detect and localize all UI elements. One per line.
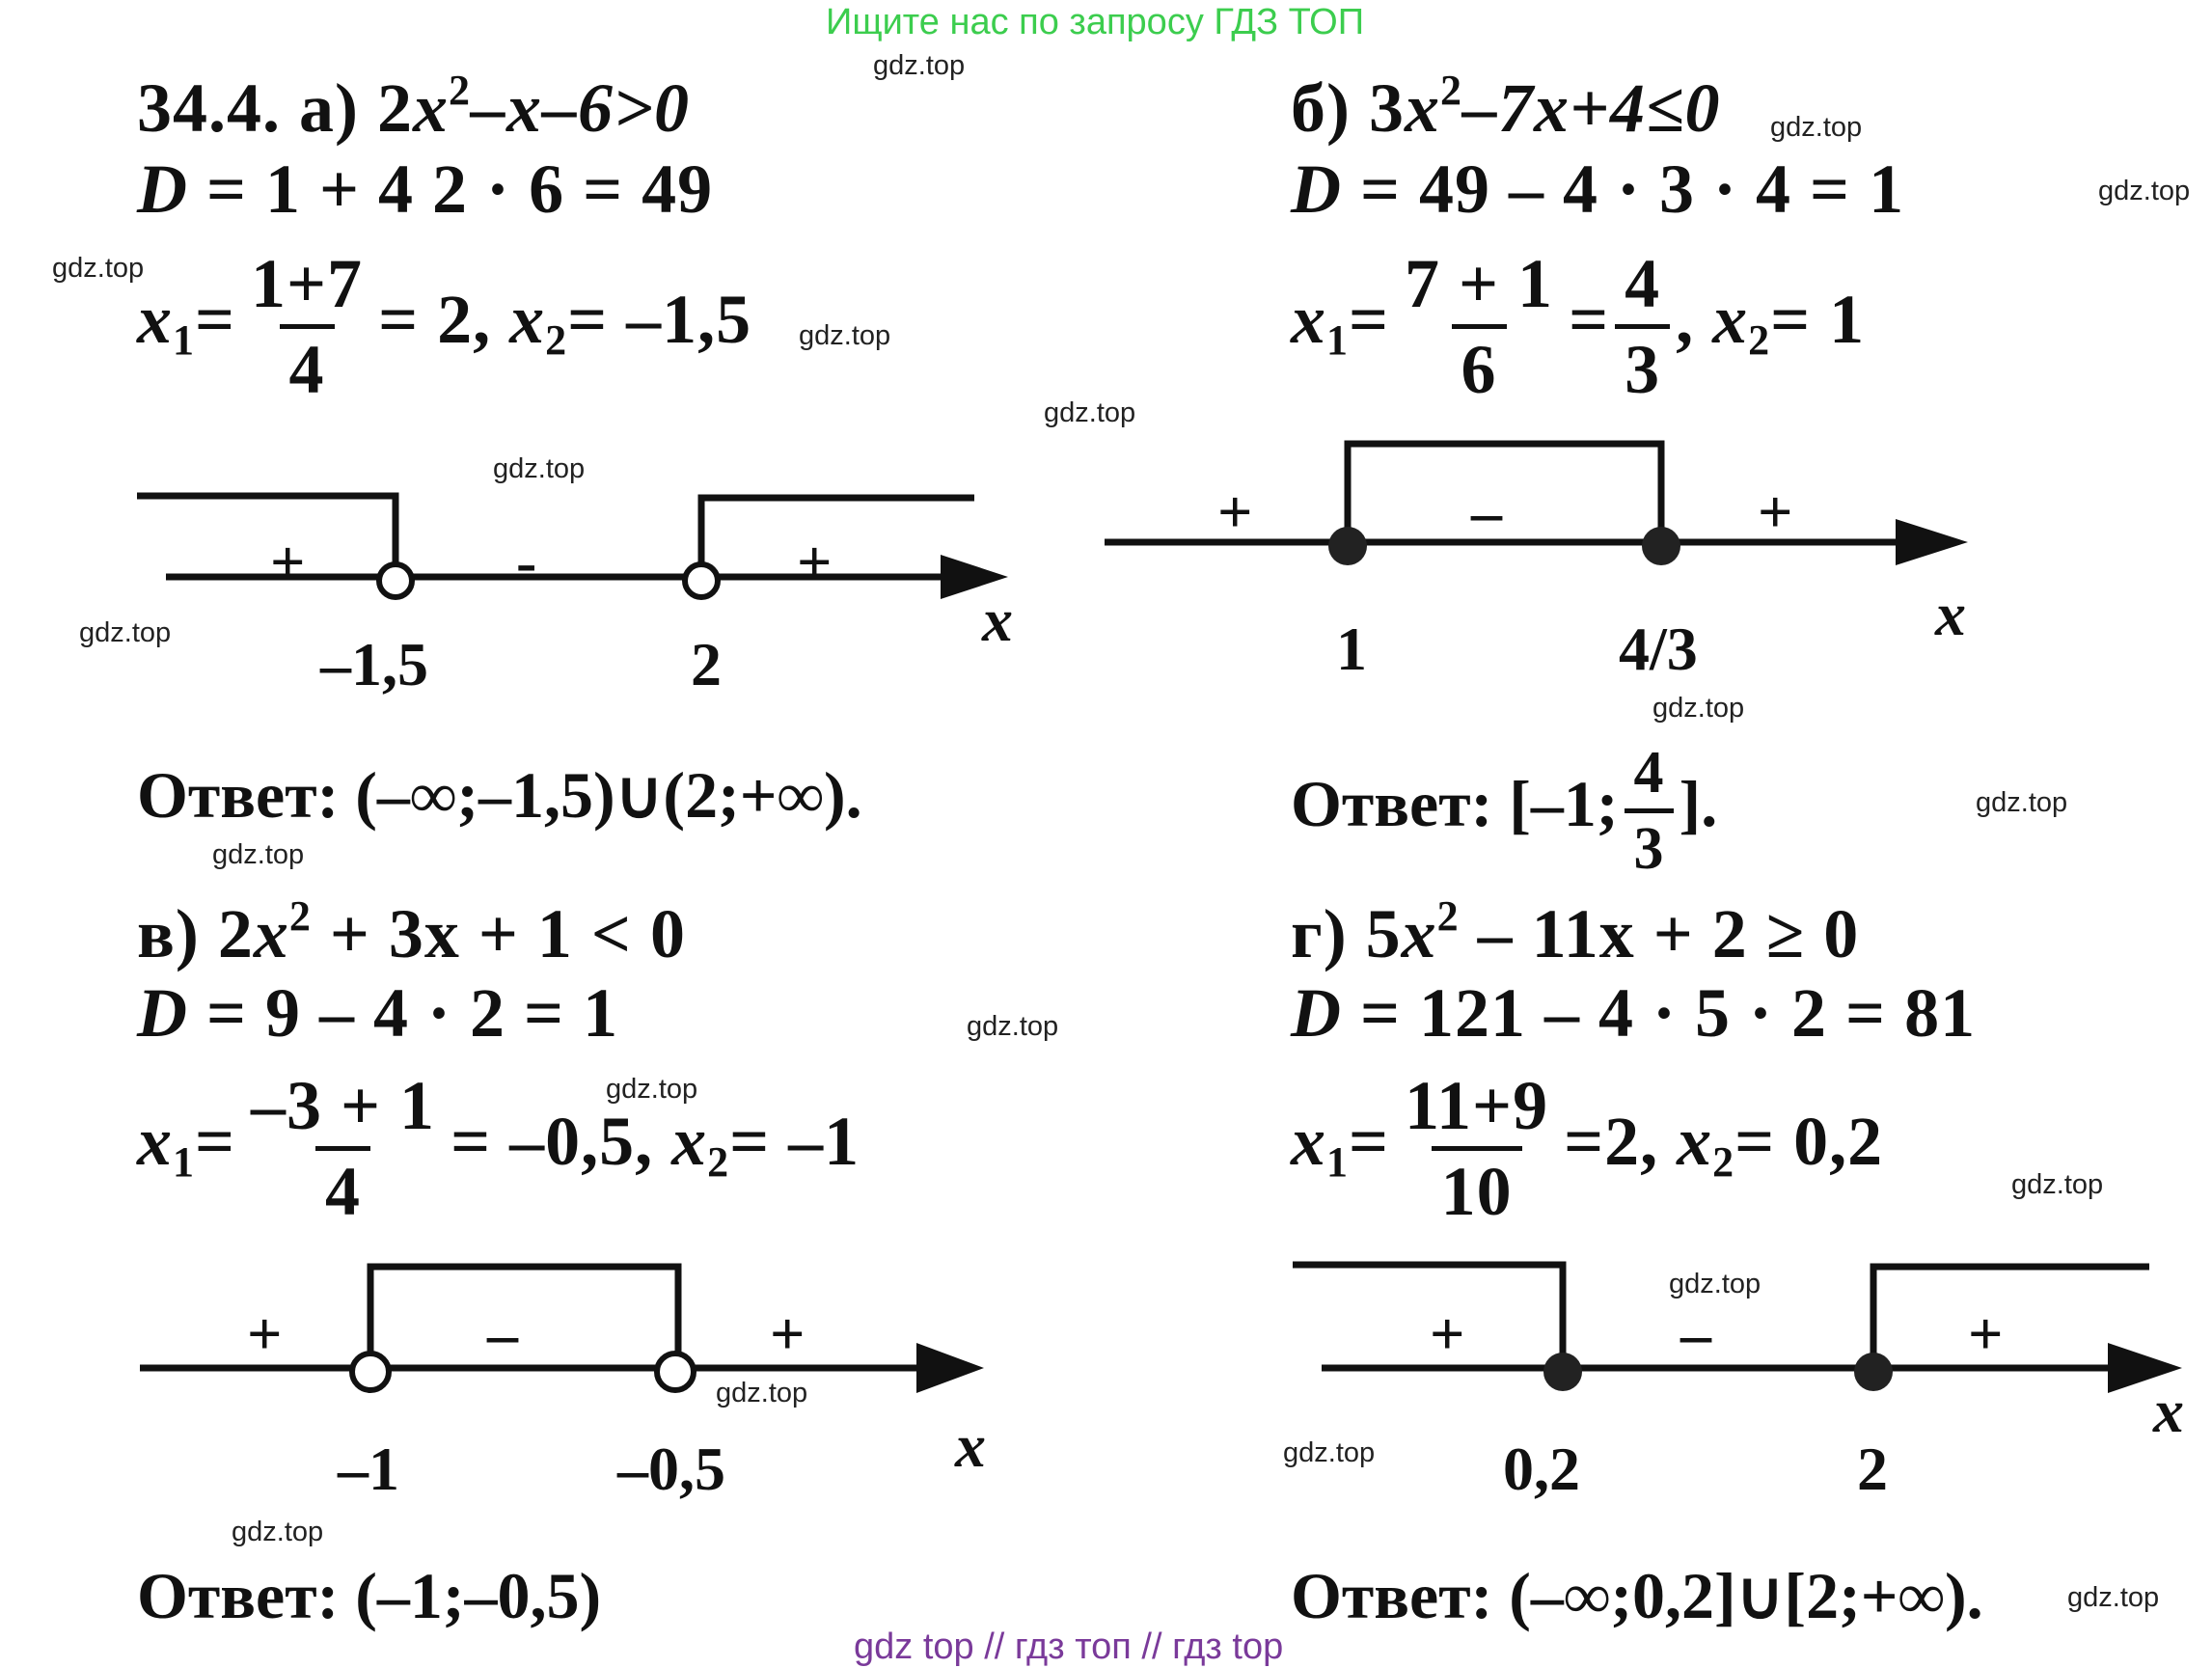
answer-a: Ответ: (–∞;–1,5)∪(2;+∞). xyxy=(137,758,862,832)
axis-label-a: x xyxy=(982,586,1013,654)
answer-g: Ответ: (–∞;0,2]∪[2;+∞). xyxy=(1291,1559,1983,1632)
watermark: gdz.top xyxy=(1044,397,1136,428)
watermark: gdz.top xyxy=(2011,1169,2104,1200)
sign-a-2: - xyxy=(516,528,537,596)
point-label-b1: 1 xyxy=(1336,615,1367,683)
problem-a-label: 34.4. а) xyxy=(137,69,359,147)
problem-g-label: г) xyxy=(1291,895,1348,972)
point-label-a1: –1,5 xyxy=(320,630,428,698)
problem-a-statement: 34.4. а) 2x2–x–6>0 xyxy=(137,67,691,147)
watermark: gdz.top xyxy=(606,1074,698,1105)
sign-g-3: + xyxy=(1968,1299,2004,1368)
axis-label-v: x xyxy=(955,1411,986,1480)
watermark: gdz.top xyxy=(232,1517,324,1547)
watermark: gdz.top xyxy=(1669,1269,1761,1299)
problem-b-discriminant: D = 49 – 4 · 3 · 4 = 1 xyxy=(1291,150,1905,228)
watermark: gdz.top xyxy=(52,253,145,284)
point-label-g2: 2 xyxy=(1857,1435,1888,1503)
open-point-a2 xyxy=(682,561,721,600)
sign-b-1: + xyxy=(1217,478,1253,546)
sign-v-1: + xyxy=(247,1299,283,1368)
number-line-b xyxy=(1105,440,1968,565)
problem-b-label: б) xyxy=(1291,69,1351,147)
watermark: gdz.top xyxy=(1976,787,2068,818)
watermark: gdz.top xyxy=(2067,1582,2160,1613)
closed-point-b2 xyxy=(1642,527,1680,565)
point-label-a2: 2 xyxy=(691,630,722,698)
closed-point-g2 xyxy=(1854,1353,1893,1391)
open-point-a1 xyxy=(376,561,415,600)
number-line-g xyxy=(1293,1261,2182,1393)
sign-g-2: – xyxy=(1680,1299,1711,1368)
axis-label-g: x xyxy=(2153,1377,2184,1445)
point-label-v1: –1 xyxy=(338,1435,399,1503)
closed-point-b1 xyxy=(1328,527,1367,565)
problem-v-label: в) xyxy=(137,895,200,972)
closed-point-g1 xyxy=(1543,1353,1582,1391)
bottom-banner[interactable]: gdz top // гдз топ // гдз top xyxy=(854,1627,1284,1667)
problem-b-statement: б) 3x2–7x+4≤0 xyxy=(1291,67,1721,147)
sign-a-1: + xyxy=(270,528,306,596)
problem-g-discriminant: D = 121 – 4 · 5 · 2 = 81 xyxy=(1291,974,1977,1052)
number-line-v xyxy=(140,1263,984,1393)
open-point-v1 xyxy=(349,1351,392,1393)
sign-b-3: + xyxy=(1758,478,1793,546)
sign-b-2: – xyxy=(1471,478,1502,546)
sign-a-3: + xyxy=(797,528,833,596)
watermark: gdz.top xyxy=(212,839,305,870)
point-label-g1: 0,2 xyxy=(1503,1435,1580,1503)
problem-v-statement: в) 2x2 + 3x + 1 < 0 xyxy=(137,892,686,972)
watermark: gdz.top xyxy=(79,617,172,648)
open-point-v2 xyxy=(654,1351,696,1393)
watermark: gdz.top xyxy=(873,50,966,81)
sign-g-1: + xyxy=(1430,1299,1465,1368)
sign-v-2: – xyxy=(487,1299,518,1368)
watermark: gdz.top xyxy=(967,1011,1059,1042)
point-label-v2: –0,5 xyxy=(617,1435,725,1503)
watermark: gdz.top xyxy=(1770,112,1863,143)
problem-g-statement: г) 5x2 – 11x + 2 ≥ 0 xyxy=(1291,892,1860,972)
top-banner[interactable]: Ищите нас по запросу ГДЗ ТОП xyxy=(826,2,1365,42)
axis-label-b: x xyxy=(1935,580,1966,648)
problem-v-discriminant: D = 9 – 4 · 2 = 1 xyxy=(137,974,619,1052)
problem-a-discriminant: D = 1 + 4 2 · 6 = 49 xyxy=(137,150,714,228)
watermark: gdz.top xyxy=(2098,176,2191,206)
point-label-b2: 4/3 xyxy=(1619,615,1698,683)
sign-v-3: + xyxy=(770,1299,806,1368)
watermark: gdz.top xyxy=(799,320,891,351)
watermark: gdz.top xyxy=(1652,693,1745,724)
watermark: gdz.top xyxy=(493,453,586,484)
answer-v: Ответ: (–1;–0,5) xyxy=(137,1559,602,1632)
number-line-a xyxy=(137,492,1008,600)
watermark: gdz.top xyxy=(716,1378,808,1408)
watermark: gdz.top xyxy=(1283,1437,1376,1468)
